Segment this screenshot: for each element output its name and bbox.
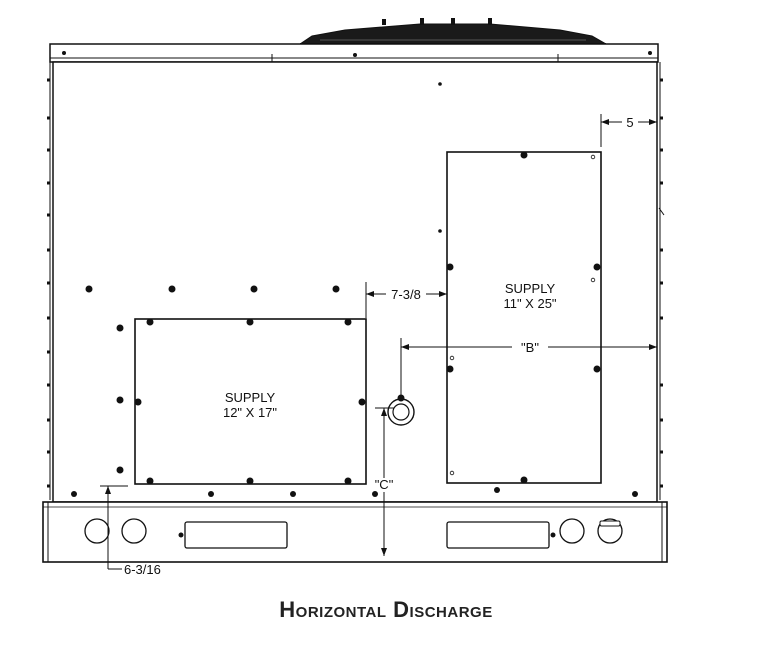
dimension-b (400, 338, 657, 396)
top-flange (49, 43, 659, 63)
supply-left-size: 12" X 17" (223, 405, 277, 420)
base-rail (42, 501, 668, 563)
knockout-hole (84, 518, 110, 544)
screw-row (71, 285, 638, 497)
supply-right-title: SUPPLY (505, 281, 556, 296)
dimension-b-label: "B" (521, 340, 539, 355)
dimension-c-label: "C" (375, 477, 394, 492)
dimension-bottom-left (100, 485, 128, 570)
drain-fitting (387, 394, 415, 426)
supply-left-title: SUPPLY (225, 390, 276, 405)
supply-opening-left: SUPPLY 12" X 17" (134, 318, 367, 485)
dimension-top-right (600, 114, 658, 147)
dimension-middle (365, 282, 447, 318)
fan-grille (298, 18, 608, 45)
supply-opening-right: SUPPLY 11" X 25" (446, 151, 602, 484)
dimension-c (375, 407, 394, 556)
dimension-7-3-8-label: 7-3/8 (391, 287, 421, 302)
figure-caption: Horizontal Discharge (279, 597, 493, 622)
supply-right-size: 11" X 25" (503, 296, 556, 311)
dimension-5-label: 5 (626, 115, 633, 130)
knockout-hole (559, 518, 585, 544)
dimension-6-3-16-label: 6-3/16 (124, 562, 161, 577)
knockout-hole (121, 518, 147, 544)
